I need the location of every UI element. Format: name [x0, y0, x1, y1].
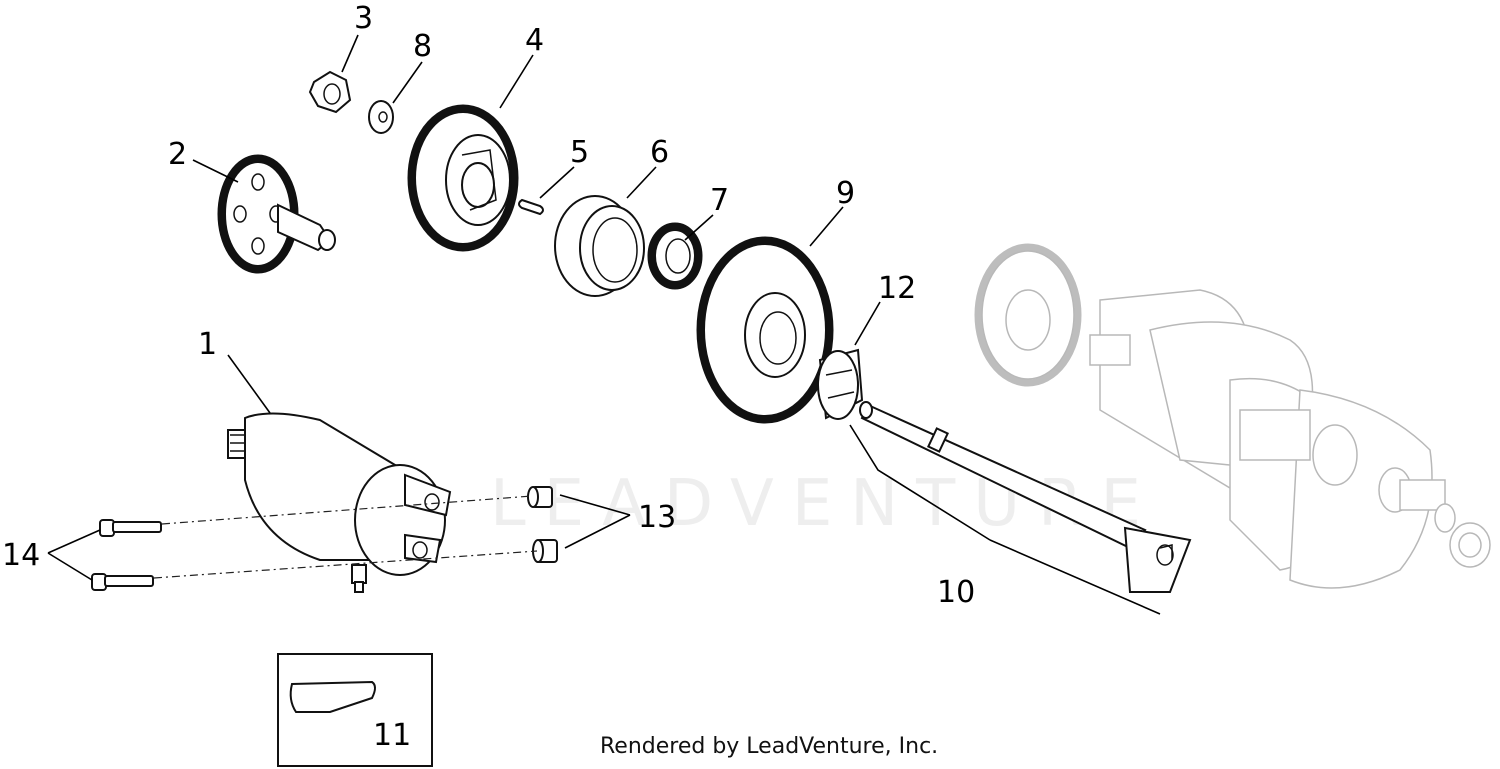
callout-5: 5 — [570, 135, 589, 170]
callout-12: 12 — [878, 271, 916, 306]
callout-7: 7 — [710, 183, 729, 218]
part-11-inset — [277, 653, 433, 767]
part-3-nut — [308, 70, 352, 114]
render-credit: Rendered by LeadVenture, Inc. — [600, 734, 939, 759]
leader-lines — [47, 34, 1161, 615]
callout-3: 3 — [354, 1, 373, 36]
part-8-washer — [368, 100, 394, 134]
callout-10: 10 — [937, 575, 975, 610]
callout-8: 8 — [413, 29, 432, 64]
part-4-driven-gear — [407, 104, 519, 252]
callout-6: 6 — [650, 135, 669, 170]
callout-11: 11 — [373, 718, 411, 753]
crankshaft-ghost — [974, 243, 1491, 589]
alignment-line-upper — [161, 495, 533, 525]
part-6-clutch-housing — [554, 195, 645, 297]
callout-9: 9 — [836, 176, 855, 211]
part-14-bolts — [91, 519, 162, 591]
callout-1: 1 — [198, 327, 217, 362]
part-7-needle-bearing — [647, 222, 703, 290]
callout-4: 4 — [525, 23, 544, 58]
part-10-shaft — [859, 401, 1192, 593]
callout-13: 13 — [638, 500, 676, 535]
part-1-starter-motor — [227, 412, 452, 593]
callout-14: 14 — [2, 538, 40, 573]
part-2-idler-gear — [217, 154, 336, 274]
part-5-pin — [518, 198, 544, 216]
part-9-flywheel-gear — [696, 236, 834, 424]
alignment-line-lower — [153, 550, 538, 579]
callout-2: 2 — [168, 137, 187, 172]
part-12-thrust-washer — [817, 348, 864, 420]
